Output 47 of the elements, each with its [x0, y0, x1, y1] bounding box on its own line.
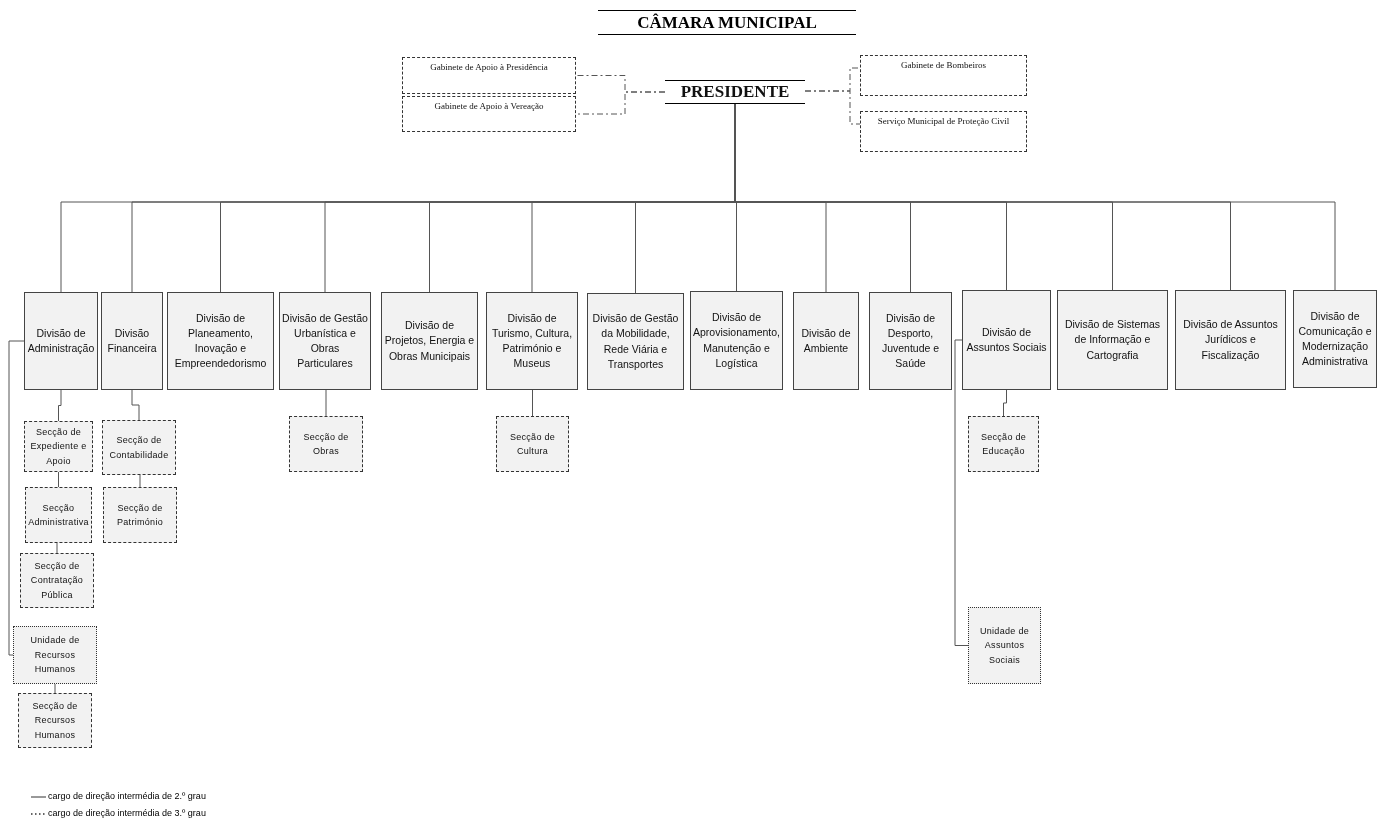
connector-line	[734, 103, 1336, 291]
legend-text: cargo de direção intermédia de 3.º grau	[48, 808, 206, 818]
section-box: Secção de Expediente e Apoio	[24, 421, 93, 472]
connector-line	[54, 683, 56, 694]
connector-line	[58, 389, 62, 422]
division-box: Divisão de Assuntos Sociais	[962, 290, 1051, 390]
division-box: Divisão de Sistemas de Informação e Cartografia	[1057, 290, 1168, 390]
division-box: Divisão de Administração	[24, 292, 98, 390]
section-box: Secção de Obras	[289, 416, 363, 472]
dash-dot-connector	[575, 91, 666, 115]
title-text: CÂMARA MUNICIPAL	[598, 10, 856, 35]
dash-dot-connector	[804, 90, 861, 125]
connector-line	[325, 389, 327, 417]
unit-box: Unidade de Recursos Humanos	[13, 626, 97, 684]
section-box: Secção de Cultura	[496, 416, 569, 472]
connector-line	[954, 339, 969, 646]
division-box: Divisão de Gestão da Mobilidade, Rede Viária e Transportes	[587, 293, 684, 390]
division-box: Divisão de Turismo, Cultura, Património e Museus	[486, 292, 578, 390]
section-box: Secção Administrativa	[25, 487, 92, 543]
division-box: Divisão de Planeamento, Inovação e Empreendedorismo	[167, 292, 274, 390]
division-box: Divisão de Assuntos Jurídicos e Fiscalização	[1175, 290, 1286, 390]
division-box: Divisão Financeira	[101, 292, 163, 390]
section-box: Secção de Contabilidade	[102, 420, 176, 475]
connector-line	[58, 471, 59, 488]
division-box: Divisão de Aprovisionamento, Manutenção e Logística	[690, 291, 783, 390]
section-box: Secção de Educação	[968, 416, 1039, 472]
section-box: Secção de Recursos Humanos	[18, 693, 92, 748]
connector-line	[532, 389, 533, 417]
legend-text: cargo de direção intermédia de 2.º grau	[48, 791, 206, 801]
unit-box: Unidade de Assuntos Sociais	[968, 607, 1041, 684]
division-box: Divisão de Desporto, Juventude e Saúde	[869, 292, 952, 390]
connector-line	[131, 389, 140, 421]
section-box: Secção de Contratação Pública	[20, 553, 94, 608]
connector-line	[8, 340, 25, 656]
connector-line	[56, 542, 58, 554]
office-box: Gabinete de Bombeiros	[860, 55, 1027, 96]
office-box: Serviço Municipal de Proteção Civil	[860, 111, 1027, 152]
connector-line	[1003, 389, 1007, 417]
connector-line	[139, 474, 141, 488]
section-box: Secção de Património	[103, 487, 177, 543]
division-box: Divisão de Projetos, Energia e Obras Municipais	[381, 292, 478, 390]
division-box: Divisão de Comunicação e Modernização Administrativa	[1293, 290, 1377, 388]
division-box: Divisão de Gestão Urbanística e Obras Particulares	[279, 292, 371, 390]
heading-text: PRESIDENTE	[665, 80, 805, 104]
office-box: Gabinete de Apoio à Presidência	[402, 57, 576, 94]
division-box: Divisão de Ambiente	[793, 292, 859, 390]
office-box: Gabinete de Apoio à Vereação	[402, 96, 576, 132]
